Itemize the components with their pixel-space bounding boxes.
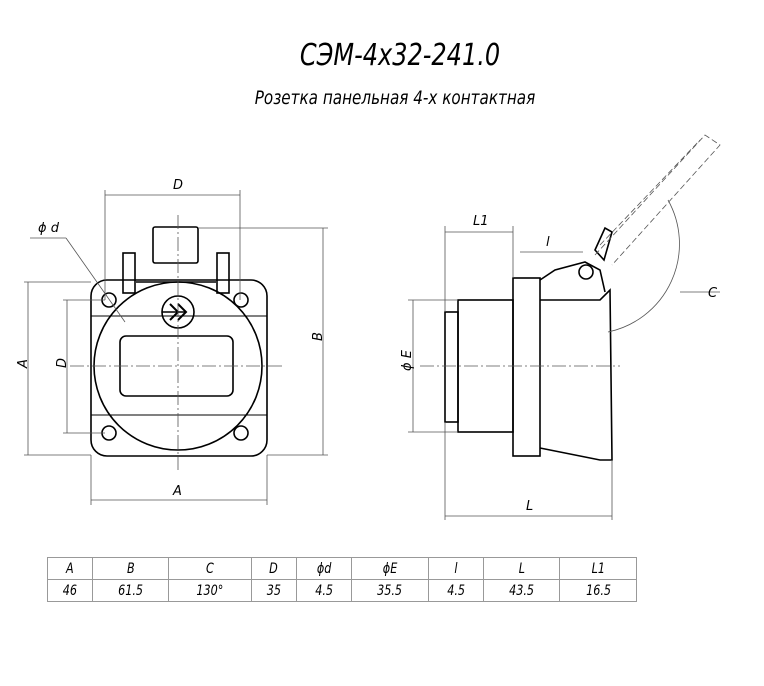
side-dimensions — [408, 199, 720, 520]
value-cell: 4.5 — [314, 582, 333, 599]
label-phi-E: ϕ E — [400, 349, 415, 371]
header-cell: A — [66, 560, 74, 577]
drawing-subtitle: Розетка панельная 4-х контактная — [254, 87, 536, 109]
value-cell: 46 — [62, 582, 78, 599]
label-C: C — [708, 286, 718, 301]
label-A-left: A — [16, 359, 31, 369]
value-cell: 61.5 — [118, 582, 144, 599]
header-cell: ϕd — [316, 560, 332, 577]
header-cell: ϕE — [382, 560, 398, 577]
value-cell: 43.5 — [509, 582, 535, 599]
value-cell: 35 — [266, 582, 281, 599]
label-phi-d: ϕ d — [38, 221, 60, 236]
header-cell: B — [126, 560, 135, 577]
header-cell: D — [269, 560, 279, 577]
value-cell: 35.5 — [377, 582, 403, 599]
side-view — [444, 226, 613, 461]
label-l: l — [546, 235, 550, 250]
front-view — [90, 226, 268, 457]
label-D-left: D — [55, 358, 70, 368]
header-cell: L1 — [591, 560, 605, 577]
table-value-row: 46 61.5 130° 35 4.5 35.5 4.5 43.5 16.5 — [47, 579, 637, 602]
dimensions-table: A B C D ϕd ϕE l L L1 46 61.5 130° 35 4.5… — [47, 557, 637, 602]
front-dimensions — [24, 190, 328, 505]
label-A-bottom: A — [172, 484, 182, 499]
front-center-lines — [70, 215, 285, 470]
table-header-row: A B C D ϕd ϕE l L L1 — [47, 557, 637, 580]
value-cell: 16.5 — [585, 582, 611, 599]
value-cell: 130° — [196, 582, 224, 599]
value-cell: 4.5 — [446, 582, 465, 599]
label-L1: L1 — [473, 214, 489, 229]
header-cell: C — [206, 560, 215, 577]
side-lid-open — [594, 134, 721, 266]
label-B: B — [311, 332, 326, 341]
header-cell: L — [518, 560, 525, 577]
drawing-title: СЭМ-4х32-241.0 — [299, 38, 501, 73]
label-D-top: D — [173, 178, 183, 193]
label-L: L — [526, 499, 533, 514]
header-cell: l — [454, 560, 458, 577]
